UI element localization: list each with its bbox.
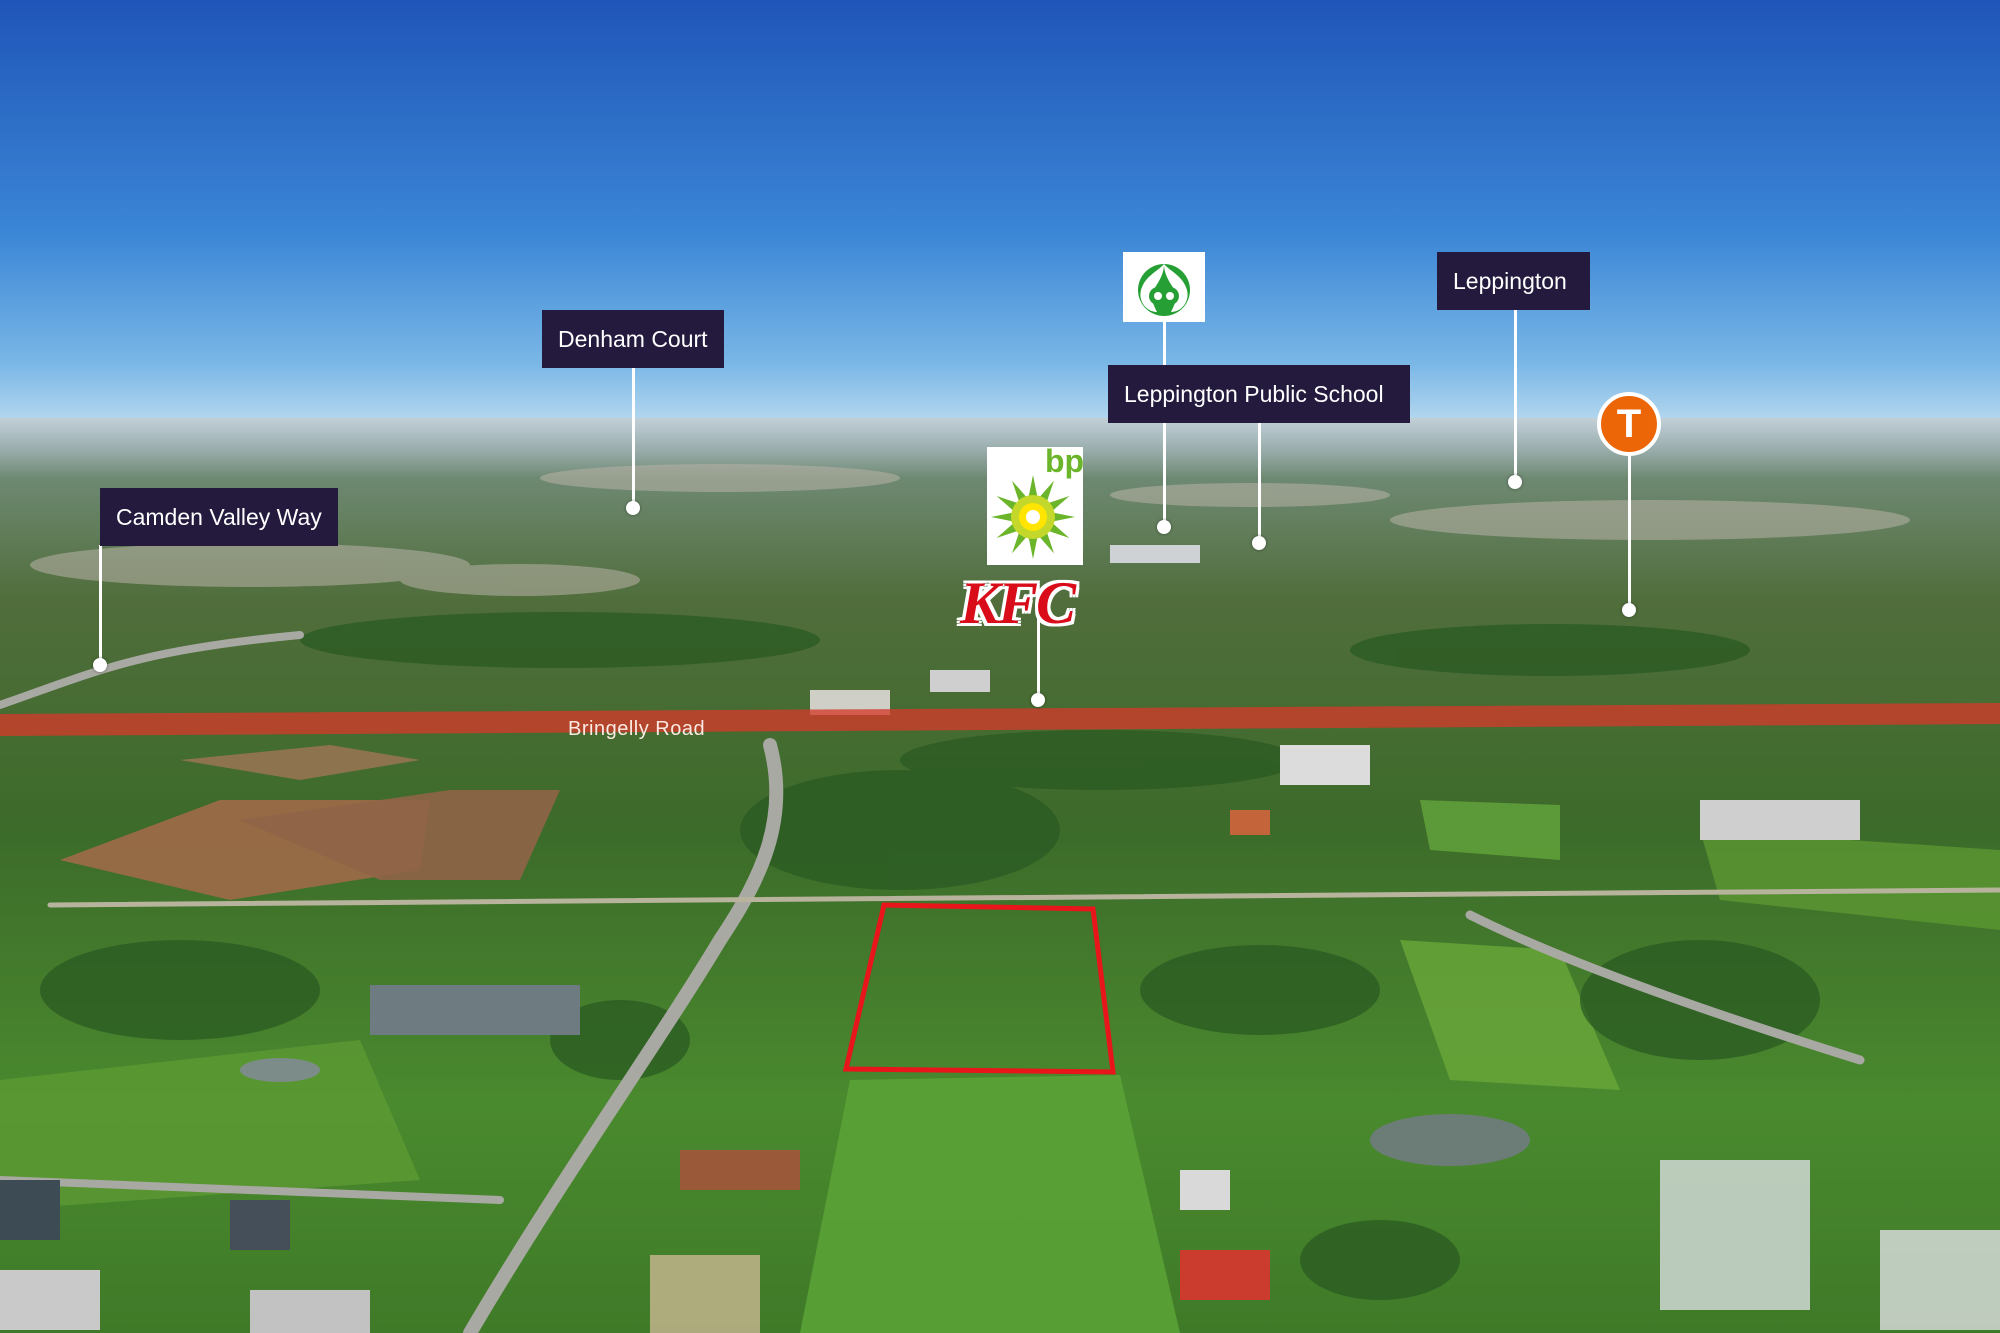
label-denham-court: Denham Court [542, 310, 724, 368]
buildings [0, 545, 2000, 1333]
pin-line-train [1628, 455, 1631, 610]
distant-suburbs [30, 464, 1910, 596]
bp-helios-logo-icon [987, 447, 1083, 565]
pin-line-woolworths [1163, 322, 1166, 527]
bringelly-road-overlay [0, 703, 2000, 736]
pin-line-bp-kfc [1037, 612, 1040, 700]
pin-dot-woolworths [1157, 520, 1171, 534]
kfc-logo-icon: KFC [960, 570, 1076, 636]
pin-dot-train [1622, 603, 1636, 617]
pin-line-denham [632, 368, 635, 508]
fields [0, 745, 2000, 1333]
farm-dam [1370, 1114, 1530, 1166]
pin-dot-denham [626, 501, 640, 515]
pin-dot-leppington [1508, 475, 1522, 489]
pin-dot-camden [93, 658, 107, 672]
pin-line-camden [99, 545, 102, 665]
small-pond [240, 1058, 320, 1082]
sky [0, 0, 2000, 425]
train-station-icon: T [1597, 392, 1661, 456]
label-leppington: Leppington [1437, 252, 1590, 310]
pin-line-leppington [1514, 310, 1517, 482]
label-camden-valley-way: Camden Valley Way [100, 488, 338, 546]
pin-line-school [1258, 423, 1261, 543]
pin-dot-school [1252, 536, 1266, 550]
woolworths-logo-icon [1123, 252, 1205, 322]
site-boundary-outline [842, 902, 1116, 1075]
label-leppington-public-school: Leppington Public School [1108, 365, 1410, 423]
roads [0, 631, 2000, 1333]
bp-logo-text: bp [1045, 443, 1085, 479]
road-label-bringelly: Bringelly Road [568, 718, 706, 740]
pin-dot-bp-kfc [1031, 693, 1045, 707]
